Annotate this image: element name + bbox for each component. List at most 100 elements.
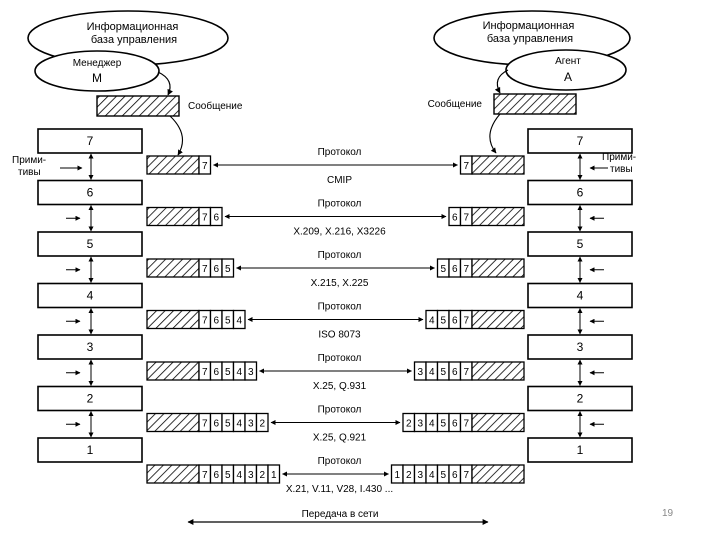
network-transfer: Передача в сети bbox=[187, 509, 489, 525]
left-pdu-header-label: 7 bbox=[202, 470, 208, 481]
left-pdu-header-label: 4 bbox=[236, 419, 242, 430]
right-pdu-header-label: 3 bbox=[417, 367, 423, 378]
right-pdu-data bbox=[471, 206, 525, 227]
right-pdu-header-label: 6 bbox=[452, 213, 458, 224]
protocol-word: Протокол bbox=[318, 353, 362, 364]
left-pdu-data bbox=[146, 155, 200, 175]
left-pdu-data bbox=[146, 258, 200, 278]
right-pdu-header-label: 2 bbox=[406, 470, 412, 481]
manager-ellipse bbox=[34, 50, 160, 92]
protocol-name: X.209, X.216, X3226 bbox=[293, 227, 386, 238]
left-pdu-header bbox=[209, 206, 223, 227]
left-pdu-header-label: 7 bbox=[202, 161, 208, 172]
right-pdu-data bbox=[471, 361, 525, 381]
right-message-label: Сообщение bbox=[428, 98, 483, 110]
protocol-name: ISO 8073 bbox=[318, 330, 361, 341]
left-layer-number: 1 bbox=[87, 443, 94, 457]
left-message-label: Сообщение bbox=[188, 100, 243, 112]
left-message-to-pdu-arrow bbox=[169, 115, 184, 156]
left-pdu-data bbox=[146, 309, 200, 330]
left-layer-4: 4 bbox=[37, 282, 143, 309]
left-pdu-header-label: 5 bbox=[225, 470, 231, 481]
right-layer-number: 2 bbox=[577, 392, 584, 406]
right-pdu-header-label: 5 bbox=[440, 419, 446, 430]
right-pdu-header-label: 7 bbox=[463, 419, 469, 430]
right-pdu-header-label: 5 bbox=[440, 264, 446, 275]
left-pdu-header-label: 5 bbox=[225, 264, 231, 275]
right-pdu-header-label: 6 bbox=[452, 470, 458, 481]
left-pdu-data bbox=[146, 361, 200, 381]
right-layer-7: 7 bbox=[527, 128, 633, 154]
right-pdu-header-label: 4 bbox=[429, 419, 435, 430]
agent-to-message-arrow bbox=[494, 69, 509, 94]
left-layer-7: 7 bbox=[37, 128, 143, 154]
right-pdu-header-label: 5 bbox=[440, 367, 446, 378]
right-layer-box bbox=[527, 385, 633, 412]
left-layer-number: 3 bbox=[87, 340, 94, 354]
left-layer-number: 4 bbox=[87, 289, 94, 303]
protocol-word: Протокол bbox=[318, 199, 362, 210]
agent-letter: A bbox=[564, 70, 572, 84]
left-pdu-header bbox=[198, 155, 212, 175]
left-pdu-header bbox=[232, 309, 246, 330]
manager-group: Информационная база управления Менеджер … bbox=[27, 10, 229, 96]
left-primitives-label: Прими-тивы bbox=[12, 155, 46, 178]
left-pdu-header-label: 5 bbox=[225, 367, 231, 378]
right-pdu-header-label: 2 bbox=[406, 419, 412, 430]
left-pdu-header bbox=[255, 412, 269, 433]
left-layer-3: 3 bbox=[37, 334, 143, 360]
right-pdu-header-label: 5 bbox=[440, 470, 446, 481]
protocol-name: X.25, Q.921 bbox=[313, 433, 367, 444]
right-pdu-header-label: 3 bbox=[417, 419, 423, 430]
right-layer-number: 5 bbox=[577, 237, 584, 251]
left-pdu-header-label: 2 bbox=[259, 419, 265, 430]
protocol-word: Протокол bbox=[318, 250, 362, 261]
left-mib-label: Информационная база управления bbox=[87, 21, 182, 46]
left-pdu-header-label: 4 bbox=[236, 316, 242, 327]
left-pdu-header bbox=[267, 464, 281, 484]
right-message-block bbox=[493, 93, 577, 115]
left-pdu-header-label: 6 bbox=[213, 316, 219, 327]
left-pdu-header-label: 6 bbox=[213, 213, 219, 224]
left-message-block bbox=[96, 95, 180, 117]
right-layer-box bbox=[527, 334, 633, 360]
left-pdu-data bbox=[146, 412, 200, 433]
right-layer-6: 6 bbox=[527, 179, 633, 206]
protocol-word: Протокол bbox=[318, 405, 362, 416]
right-primitives-label: Прими-тивы bbox=[602, 152, 636, 175]
left-pdu-header-label: 2 bbox=[259, 470, 265, 481]
protocol-name: CMIP bbox=[327, 175, 352, 186]
right-pdu-header-label: 6 bbox=[452, 419, 458, 430]
right-pdu-data bbox=[471, 309, 525, 330]
left-layer-6: 6 bbox=[37, 179, 143, 206]
right-layer-number: 1 bbox=[577, 443, 584, 457]
page-number: 19 bbox=[662, 508, 674, 519]
protocol-word: Протокол bbox=[318, 302, 362, 313]
right-pdu-header-label: 7 bbox=[463, 367, 469, 378]
left-pdu-header-label: 7 bbox=[202, 419, 208, 430]
right-pdu-header-label: 7 bbox=[463, 470, 469, 481]
left-pdu-header-label: 5 bbox=[225, 316, 231, 327]
right-layer-5: 5 bbox=[527, 231, 633, 257]
left-layer-box bbox=[37, 179, 143, 206]
left-pdu-header-label: 6 bbox=[213, 367, 219, 378]
right-pdu-header-label: 6 bbox=[452, 367, 458, 378]
left-layer-box bbox=[37, 282, 143, 309]
right-pdu-header-label: 6 bbox=[452, 316, 458, 327]
left-layer-box bbox=[37, 437, 143, 463]
agent-label: Агент bbox=[555, 56, 581, 67]
manager-label: Менеджер bbox=[73, 58, 122, 69]
right-layer-number: 6 bbox=[577, 186, 584, 200]
protocol-name: X.25, Q.931 bbox=[313, 381, 367, 392]
right-pdu-header-label: 7 bbox=[463, 316, 469, 327]
right-layer-box bbox=[527, 179, 633, 206]
left-pdu-data bbox=[146, 464, 200, 484]
right-layer-2: 2 bbox=[527, 385, 633, 412]
right-layer-number: 4 bbox=[577, 289, 584, 303]
